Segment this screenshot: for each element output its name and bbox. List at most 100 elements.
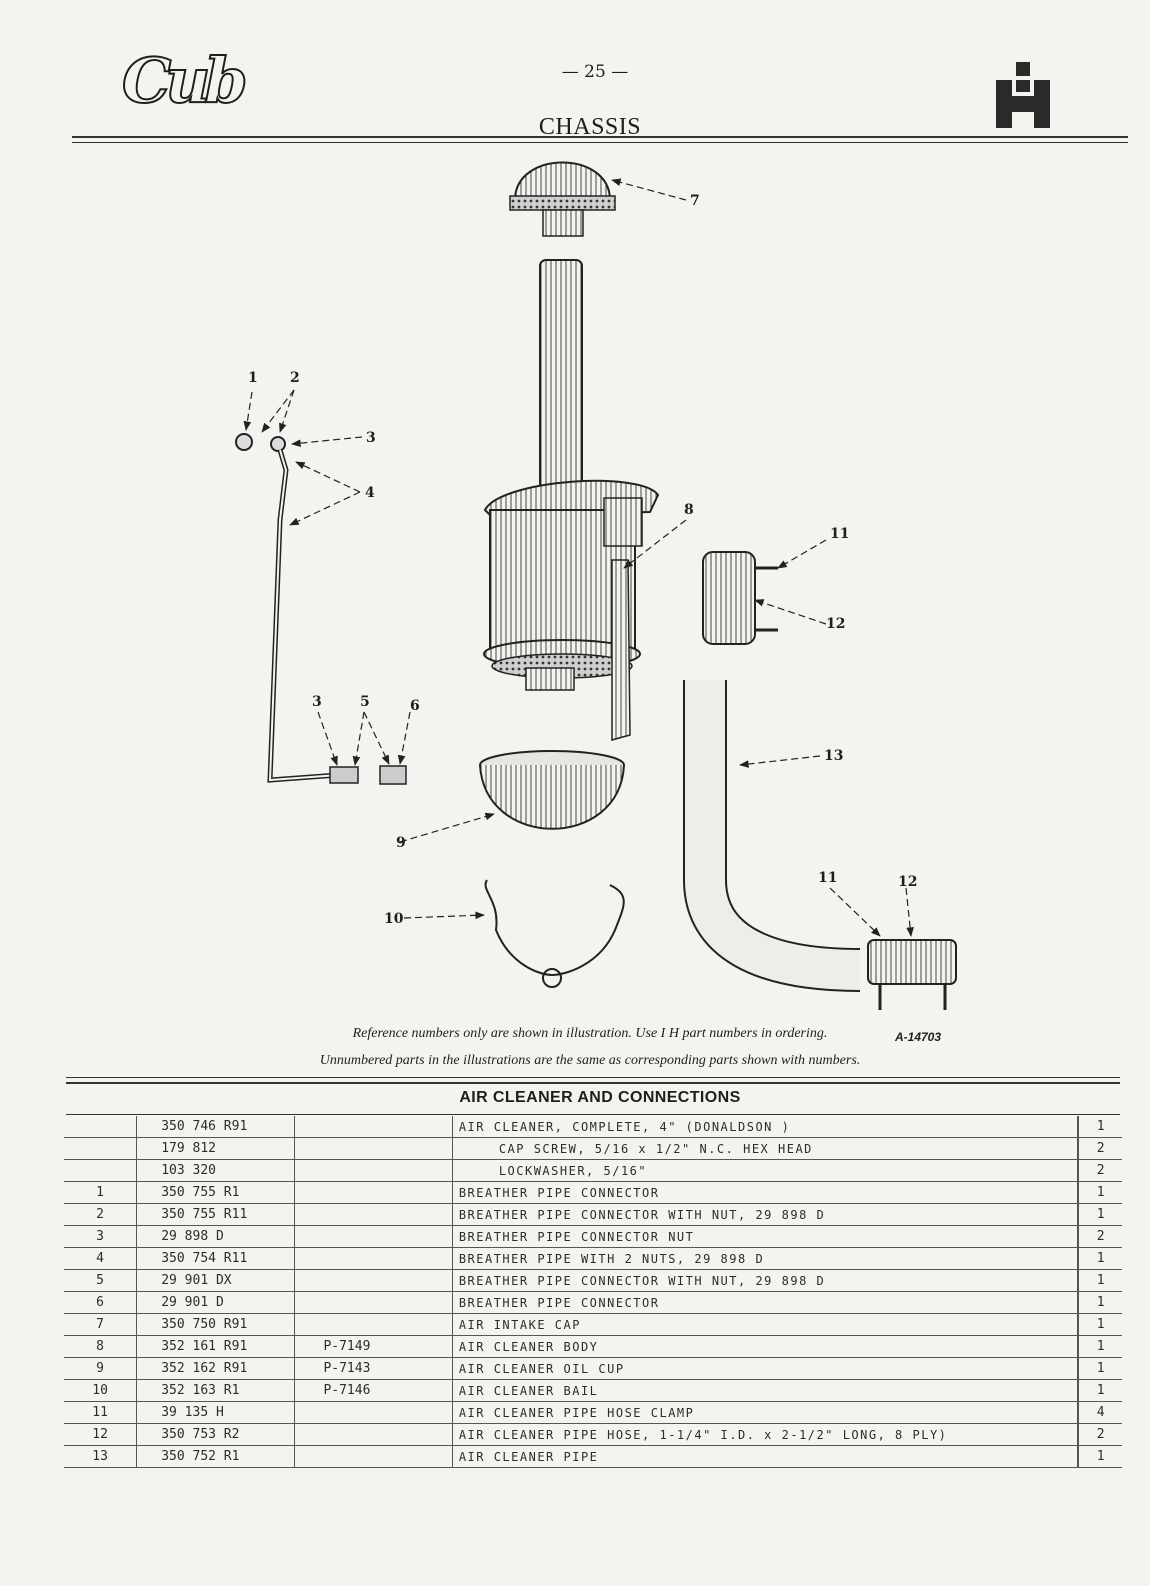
ref-number: 1 bbox=[64, 1181, 138, 1204]
callout-4: 4 bbox=[365, 485, 375, 501]
description: BREATHER PIPE CONNECTOR bbox=[452, 1181, 1080, 1204]
ref-number: 11 bbox=[64, 1401, 138, 1424]
part-number: 352 162 R91 bbox=[136, 1357, 296, 1380]
callout-9: 9 bbox=[396, 835, 406, 851]
alt-number bbox=[294, 1116, 453, 1138]
illustration-number: A-14703 bbox=[895, 1030, 942, 1044]
cub-logo: Cub bbox=[121, 43, 249, 118]
ref-number: 5 bbox=[64, 1269, 138, 1292]
alt-number bbox=[294, 1291, 453, 1314]
part-number: 39 135 H bbox=[136, 1401, 296, 1424]
alt-number bbox=[294, 1313, 453, 1336]
part-number: 350 754 R11 bbox=[136, 1247, 296, 1270]
header-rule bbox=[72, 136, 1128, 138]
ref-number: 9 bbox=[64, 1357, 138, 1380]
alt-number: P-7143 bbox=[294, 1357, 453, 1380]
caption-reference: Reference numbers only are shown in illu… bbox=[352, 1026, 828, 1041]
part-number: 350 755 R11 bbox=[136, 1203, 296, 1226]
callout-11: 11 bbox=[830, 526, 849, 542]
quantity: 2 bbox=[1078, 1225, 1122, 1248]
callout-11-lower: 11 bbox=[818, 870, 837, 886]
ref-number: 8 bbox=[64, 1335, 138, 1358]
part-number: 350 753 R2 bbox=[136, 1423, 296, 1446]
ref-number: 2 bbox=[64, 1203, 138, 1226]
caption-unnumbered: Unnumbered parts in the illustrations ar… bbox=[319, 1053, 861, 1068]
parts-table: 350 746 R91 AIR CLEANER, COMPLETE, 4" (DO… bbox=[64, 1116, 1122, 1468]
oil-cup bbox=[479, 750, 625, 830]
description: BREATHER PIPE CONNECTOR WITH NUT, 29 898… bbox=[452, 1269, 1080, 1292]
table-title: AIR CLEANER AND CONNECTIONS bbox=[459, 1089, 741, 1106]
alt-number bbox=[294, 1181, 453, 1204]
lower-hose-clamp bbox=[867, 939, 957, 1010]
alt-number bbox=[294, 1423, 453, 1446]
ref-number: 4 bbox=[64, 1247, 138, 1270]
callout-12-lower: 12 bbox=[898, 874, 917, 890]
description: AIR INTAKE CAP bbox=[452, 1313, 1080, 1336]
quantity: 1 bbox=[1078, 1313, 1122, 1336]
part-number: 29 901 DX bbox=[136, 1269, 296, 1292]
ref-number: 3 bbox=[64, 1225, 138, 1248]
quantity: 1 bbox=[1078, 1247, 1122, 1270]
alt-number bbox=[294, 1269, 453, 1292]
quantity: 1 bbox=[1078, 1335, 1122, 1358]
breather-pipe bbox=[235, 433, 407, 785]
table-row: 350 746 R91 AIR CLEANER, COMPLETE, 4" (DO… bbox=[64, 1116, 1122, 1138]
description: BREATHER PIPE WITH 2 NUTS, 29 898 D bbox=[452, 1247, 1080, 1270]
callout-8: 8 bbox=[684, 502, 694, 518]
description: CAP SCREW, 5/16 x 1/2" N.C. HEX HEAD bbox=[452, 1137, 1080, 1160]
part-number: 29 901 D bbox=[136, 1291, 296, 1314]
ref-number: 10 bbox=[64, 1379, 138, 1402]
quantity: 1 bbox=[1078, 1445, 1122, 1468]
quantity: 2 bbox=[1078, 1137, 1122, 1160]
alt-number bbox=[294, 1203, 453, 1226]
callout-2: 2 bbox=[290, 370, 300, 386]
quantity: 1 bbox=[1078, 1357, 1122, 1380]
description: AIR CLEANER, COMPLETE, 4" (DONALDSON ) bbox=[452, 1116, 1080, 1138]
callout-6: 6 bbox=[410, 698, 420, 714]
quantity: 2 bbox=[1078, 1423, 1122, 1446]
part-number: 352 163 R1 bbox=[136, 1379, 296, 1402]
callout-13: 13 bbox=[824, 748, 843, 764]
table-rule-thick bbox=[66, 1082, 1120, 1084]
description: AIR CLEANER PIPE bbox=[452, 1445, 1080, 1468]
air-cleaner-pipe bbox=[683, 680, 861, 992]
table-top-rule bbox=[66, 1114, 1120, 1115]
description: BREATHER PIPE CONNECTOR NUT bbox=[452, 1225, 1080, 1248]
air-intake-cap bbox=[509, 161, 616, 237]
air-cleaner-stack bbox=[539, 259, 583, 491]
parts-diagram: 1 2 3 4 3 5 6 7 8 9 10 11 12 13 11 12 bbox=[235, 161, 957, 1010]
part-number: 352 161 R91 bbox=[136, 1335, 296, 1358]
air-cleaner-body bbox=[483, 479, 660, 741]
quantity: 1 bbox=[1078, 1379, 1122, 1402]
callout-5: 5 bbox=[360, 694, 370, 710]
part-number: 350 746 R91 bbox=[136, 1116, 296, 1138]
description: AIR CLEANER PIPE HOSE, 1-1/4" I.D. x 2-1… bbox=[452, 1423, 1080, 1446]
description: AIR CLEANER BAIL bbox=[452, 1379, 1080, 1402]
alt-number bbox=[294, 1159, 453, 1182]
part-number: 350 755 R1 bbox=[136, 1181, 296, 1204]
alt-number: P-7149 bbox=[294, 1335, 453, 1358]
callout-3: 3 bbox=[366, 430, 376, 446]
quantity: 4 bbox=[1078, 1401, 1122, 1424]
ref-number bbox=[64, 1159, 138, 1182]
callout-7: 7 bbox=[690, 193, 700, 209]
upper-hose-clamp bbox=[702, 551, 778, 645]
quantity: 1 bbox=[1078, 1116, 1122, 1138]
description: BREATHER PIPE CONNECTOR WITH NUT, 29 898… bbox=[452, 1203, 1080, 1226]
callout-10: 10 bbox=[384, 911, 404, 927]
ref-number: 6 bbox=[64, 1291, 138, 1314]
section-title: CHASSIS bbox=[538, 114, 642, 140]
alt-number bbox=[294, 1225, 453, 1248]
table-rule bbox=[66, 1077, 1120, 1078]
ref-number bbox=[64, 1137, 138, 1160]
